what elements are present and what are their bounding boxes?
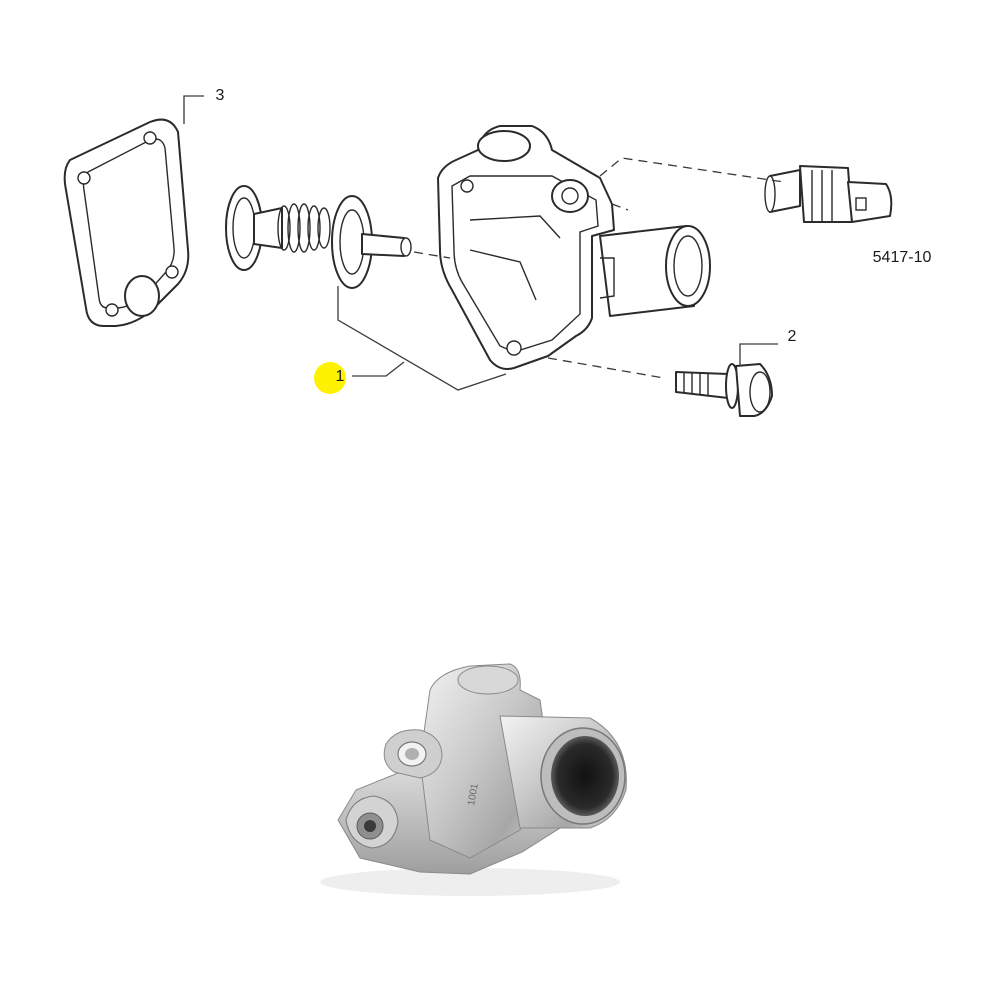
casting-marking: 1001: [466, 782, 481, 806]
callout-3-label: 3: [216, 87, 225, 104]
callout-1-label: 1: [336, 368, 345, 385]
temperature-sensor-part: [764, 165, 893, 223]
reference-code: 5417-10: [873, 249, 932, 266]
callout-1-highlight: [314, 362, 346, 394]
bolt-part: [675, 363, 773, 417]
assembly-lines: [183, 95, 785, 391]
product-photo: 1001: [320, 663, 627, 896]
callout-2-label: 2: [788, 328, 797, 345]
callout-1: 1: [314, 362, 346, 394]
thermostat-housing-part: [437, 125, 711, 370]
thermostat-valve-part: [225, 185, 412, 289]
gasket-part: [63, 118, 190, 327]
